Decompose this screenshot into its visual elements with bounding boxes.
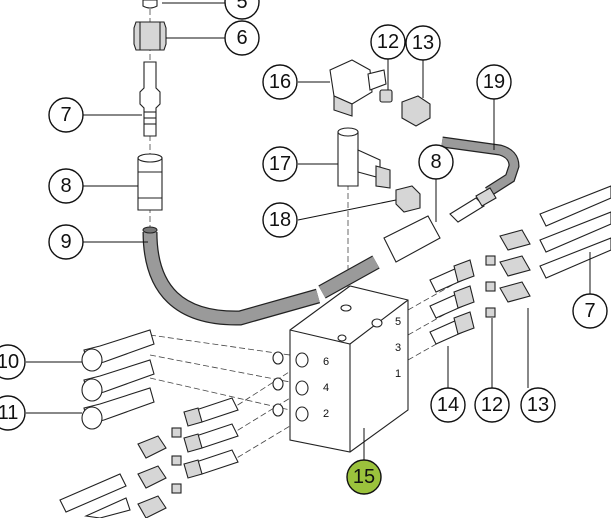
fitting-stack-left bbox=[133, 0, 167, 211]
part-18-connector bbox=[395, 185, 421, 213]
callout-19: 19 bbox=[476, 64, 512, 100]
svg-text:16: 16 bbox=[269, 71, 291, 93]
svg-text:11: 11 bbox=[0, 402, 18, 424]
fitting-group-upper bbox=[329, 59, 520, 263]
callout-13-bottom: 13 bbox=[520, 387, 556, 423]
callout-11: 11 bbox=[0, 395, 26, 431]
callout-9: 9 bbox=[48, 224, 84, 260]
svg-text:15: 15 bbox=[353, 466, 375, 488]
hose-9 bbox=[142, 226, 380, 326]
part-5 bbox=[142, 0, 158, 9]
svg-text:19: 19 bbox=[483, 71, 505, 93]
svg-text:13: 13 bbox=[527, 394, 549, 416]
callout-16: 16 bbox=[262, 64, 298, 100]
svg-text:8: 8 bbox=[430, 151, 441, 173]
svg-text:6: 6 bbox=[236, 27, 247, 49]
svg-text:9: 9 bbox=[60, 231, 71, 253]
callout-12-top: 12 bbox=[370, 24, 406, 60]
callout-10: 10 bbox=[0, 344, 26, 380]
svg-text:18: 18 bbox=[269, 209, 291, 231]
callouts: 5 6 7 8 9 16 12 13 19 17 8 18 7 10 11 14… bbox=[0, 0, 608, 495]
part-17-tee bbox=[337, 131, 359, 187]
svg-text:14: 14 bbox=[437, 394, 459, 416]
port-label-3: 3 bbox=[395, 342, 401, 354]
port-label-2: 2 bbox=[323, 408, 329, 420]
port-label-6: 6 bbox=[323, 356, 329, 368]
part-8b-coupling bbox=[383, 215, 441, 263]
callout-14: 14 bbox=[430, 387, 466, 423]
part-8-coupling bbox=[137, 157, 163, 211]
part-19-tube-end bbox=[449, 197, 485, 223]
fittings-right bbox=[429, 185, 611, 345]
callout-15-highlighted[interactable]: 15 bbox=[346, 459, 382, 495]
callout-7-right: 7 bbox=[572, 293, 608, 329]
manifold-block-15 bbox=[272, 285, 409, 453]
callout-8-right: 8 bbox=[418, 144, 454, 180]
port-label-4: 4 bbox=[323, 382, 329, 394]
svg-text:12: 12 bbox=[481, 394, 503, 416]
svg-text:13: 13 bbox=[412, 32, 434, 54]
svg-text:7: 7 bbox=[584, 300, 595, 322]
part-7-nipple bbox=[139, 61, 161, 137]
port-label-1: 1 bbox=[395, 368, 401, 380]
callout-8: 8 bbox=[48, 168, 84, 204]
svg-text:7: 7 bbox=[60, 104, 71, 126]
leader-lines bbox=[26, 2, 591, 460]
part-6-nut bbox=[133, 21, 167, 51]
callout-17: 17 bbox=[262, 146, 298, 182]
callout-7: 7 bbox=[48, 97, 84, 133]
screws-left bbox=[81, 329, 155, 430]
svg-text:10: 10 bbox=[0, 351, 19, 373]
svg-text:5: 5 bbox=[236, 0, 247, 13]
part-13-nut bbox=[401, 95, 431, 127]
callout-6: 6 bbox=[224, 20, 260, 56]
callout-12-bottom: 12 bbox=[474, 387, 510, 423]
callout-13-top: 13 bbox=[405, 25, 441, 61]
port-label-5: 5 bbox=[395, 316, 401, 328]
fittings-lower-left bbox=[59, 397, 239, 519]
callout-5: 5 bbox=[224, 0, 260, 20]
svg-text:12: 12 bbox=[377, 31, 399, 53]
svg-text:8: 8 bbox=[60, 175, 71, 197]
part-12-seal bbox=[379, 89, 393, 103]
svg-text:17: 17 bbox=[269, 153, 291, 175]
port-labels: 5 3 1 6 4 2 bbox=[323, 316, 401, 420]
callout-18: 18 bbox=[262, 202, 298, 238]
